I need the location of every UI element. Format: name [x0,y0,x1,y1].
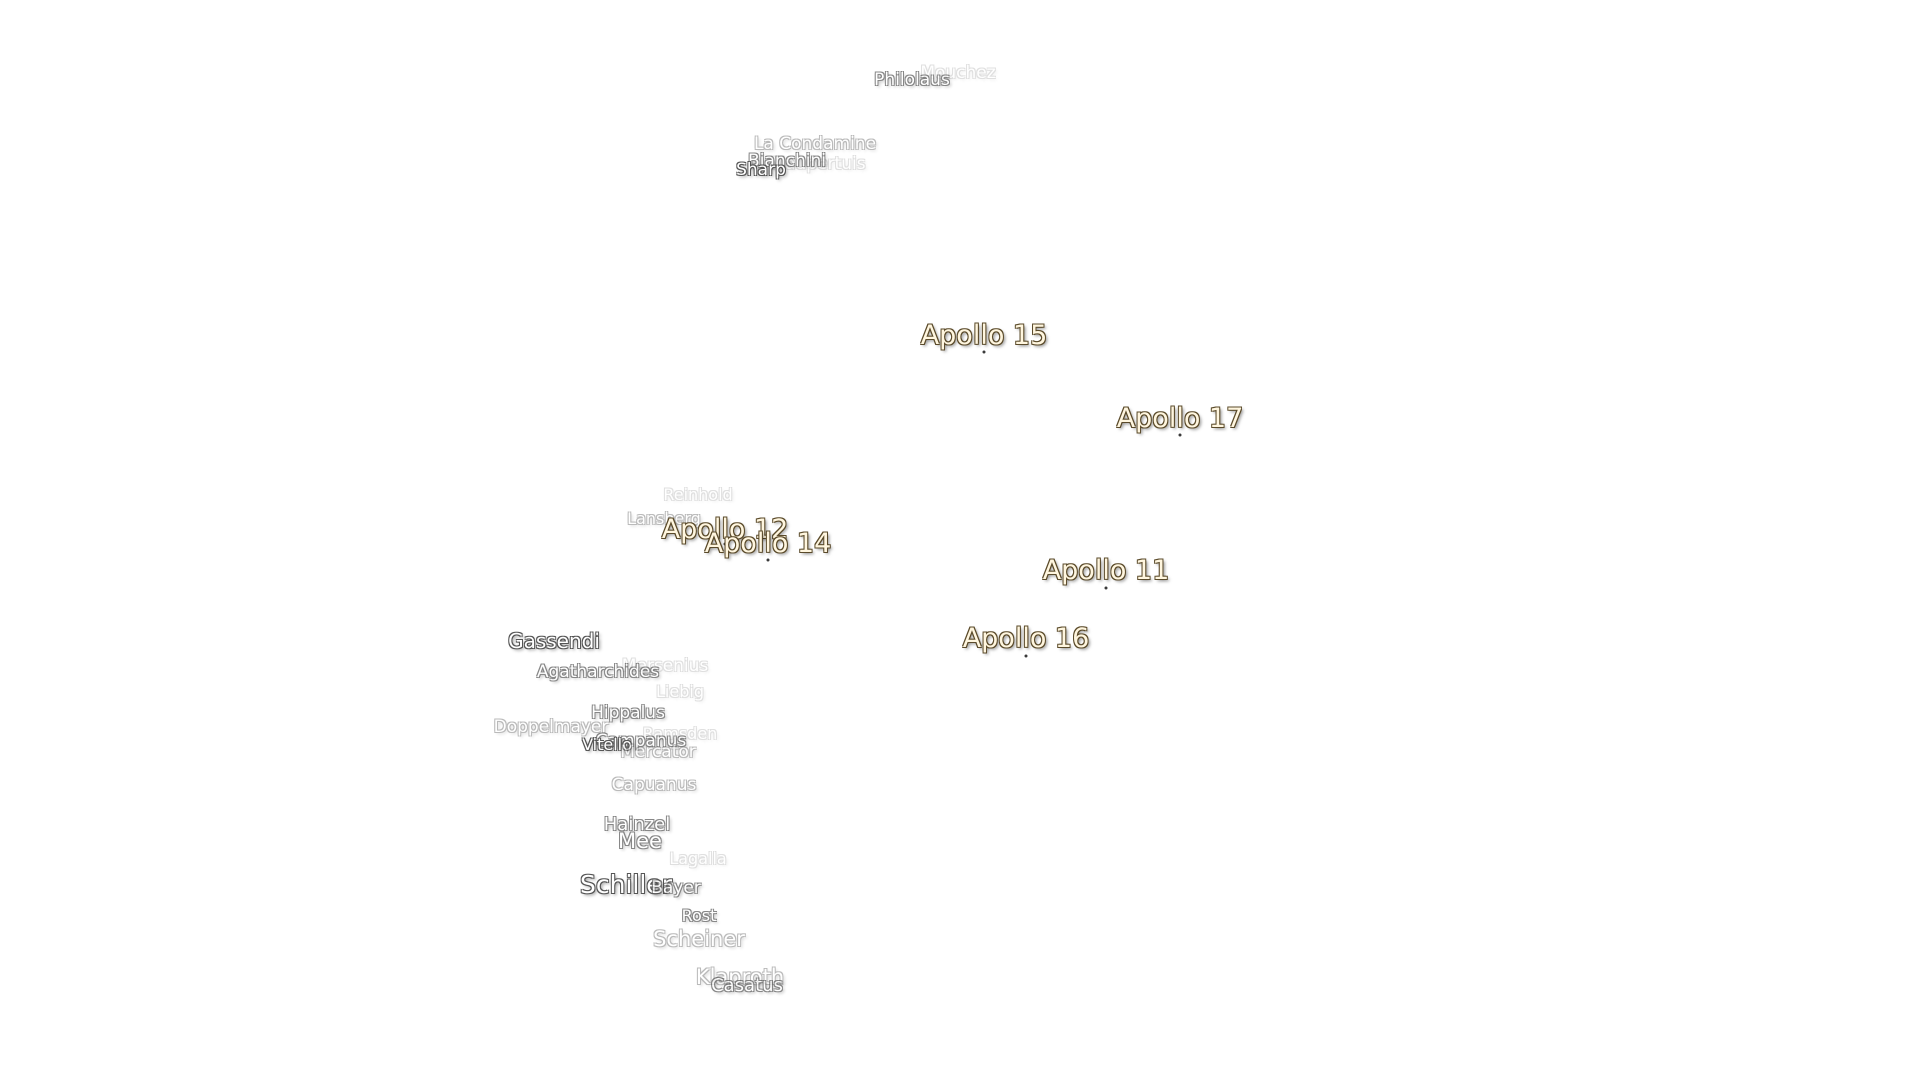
crater-label-lagalla: Lagalla [669,849,727,868]
apollo-16-marker-icon[interactable] [1024,654,1028,658]
crater-label-mee: Mee [618,829,662,853]
apollo-14-label[interactable]: Apollo 14 [704,528,832,559]
crater-label-bayer: Bayer [651,878,701,898]
apollo-14-marker-icon[interactable] [766,558,770,562]
crater-label-gassendi: Gassendi [508,629,600,653]
crater-label-reinhold: Reinhold [663,485,733,504]
crater-label-philolaus: Philolaus [874,70,950,90]
crater-label-rost: Rost [681,906,717,925]
apollo-11-marker-icon[interactable] [1104,586,1108,590]
crater-label-agatharchides: Agatharchides [536,662,660,682]
crater-label-klaproth: Klaproth [695,965,785,989]
crater-label-maupertuis: Maupertuis [770,154,866,174]
crater-label-la-condamine: La Condamine [753,134,877,154]
crater-label-ramsden: Ramsden [642,724,718,743]
crater-label-mouchez: Mouchez [920,63,996,83]
apollo-17-label[interactable]: Apollo 17 [1116,403,1244,434]
crater-label-scheiner: Scheiner [653,927,745,951]
apollo-17-marker-icon[interactable] [1178,433,1182,437]
crater-label-liebig: Liebig [656,682,704,701]
apollo-15-marker-icon[interactable] [982,350,986,354]
apollo-12-label[interactable]: Apollo 12 [661,514,789,545]
crater-label-doppelmayer: Doppelmayer [493,717,609,737]
crater-label-casatus: Casatus [711,975,783,996]
crater-label-hainzel: Hainzel [603,814,671,835]
apollo-11-label[interactable]: Apollo 11 [1042,555,1170,586]
apollo-12-marker-icon[interactable] [723,542,727,546]
crater-label-mersenius: Mersenius [621,656,709,676]
crater-label-vitello: Vitello [582,735,632,754]
crater-label-mercator: Mercator [620,742,696,762]
apollo-15-label[interactable]: Apollo 15 [920,320,1048,351]
apollo-16-label[interactable]: Apollo 16 [962,623,1090,654]
crater-label-bianchini: Bianchini [748,151,826,171]
crater-label-campanus: Campanus [595,731,687,751]
crater-label-capuanus: Capuanus [611,775,697,795]
crater-label-lansberg: Lansberg [627,509,701,528]
crater-label-schiller: Schiller [580,870,672,899]
crater-label-hippalus: Hippalus [591,703,665,723]
crater-label-sharp: Sharp [736,160,786,180]
